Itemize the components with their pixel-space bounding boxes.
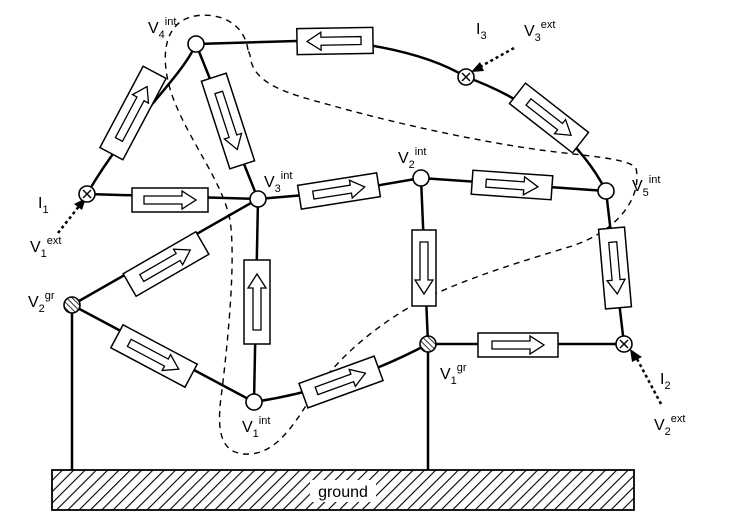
label-v1-gr: V1gr xyxy=(440,362,467,387)
element-box xyxy=(597,226,633,310)
boundary-region xyxy=(164,14,638,455)
element-box xyxy=(109,323,199,389)
element-box xyxy=(243,259,271,345)
node-v1-gr xyxy=(419,335,437,353)
label-v5-int: V5int xyxy=(632,174,660,199)
element-box xyxy=(98,65,168,161)
label-i2: I2 xyxy=(660,371,671,392)
element-box xyxy=(411,229,437,307)
label-v1-int: V1int xyxy=(242,415,270,440)
element-box xyxy=(122,230,210,298)
label-i1: I1 xyxy=(38,195,49,216)
node-i1 xyxy=(78,185,96,203)
element-box xyxy=(200,72,256,170)
label-i3: I3 xyxy=(476,21,487,42)
node-i3 xyxy=(457,68,475,86)
label-v2-ext: V2ext xyxy=(654,413,685,438)
label-v1-ext: V1ext xyxy=(30,235,61,260)
injectors xyxy=(57,46,663,405)
node-v2-gr xyxy=(63,296,81,314)
label-v3-ext: V3ext xyxy=(524,19,555,44)
label-v2-gr: V2gr xyxy=(28,290,55,315)
element-box xyxy=(131,187,209,213)
element-box xyxy=(296,172,382,210)
label-v2-int: V2int xyxy=(398,146,426,171)
element-box xyxy=(296,26,374,56)
ground-label: ground xyxy=(318,484,368,501)
node-v3-int xyxy=(249,190,267,208)
element-box xyxy=(470,169,554,201)
node-i2 xyxy=(615,335,633,353)
node-v5-int xyxy=(597,182,615,200)
element-box xyxy=(477,332,559,358)
node-v4-int xyxy=(187,35,205,53)
node-v2-int xyxy=(412,169,430,187)
label-v3-int: V3int xyxy=(264,170,292,195)
nodes xyxy=(63,35,633,411)
label-v4-int: V4int xyxy=(148,16,176,41)
node-v1-int xyxy=(245,393,263,411)
labels: V4int V3int V2int V5int V1int V1ext V2ex… xyxy=(28,16,685,440)
element-box xyxy=(298,355,384,409)
ground-wires xyxy=(70,305,430,470)
ground-bar: ground xyxy=(51,469,635,511)
elements xyxy=(98,26,633,409)
element-box xyxy=(508,82,590,154)
